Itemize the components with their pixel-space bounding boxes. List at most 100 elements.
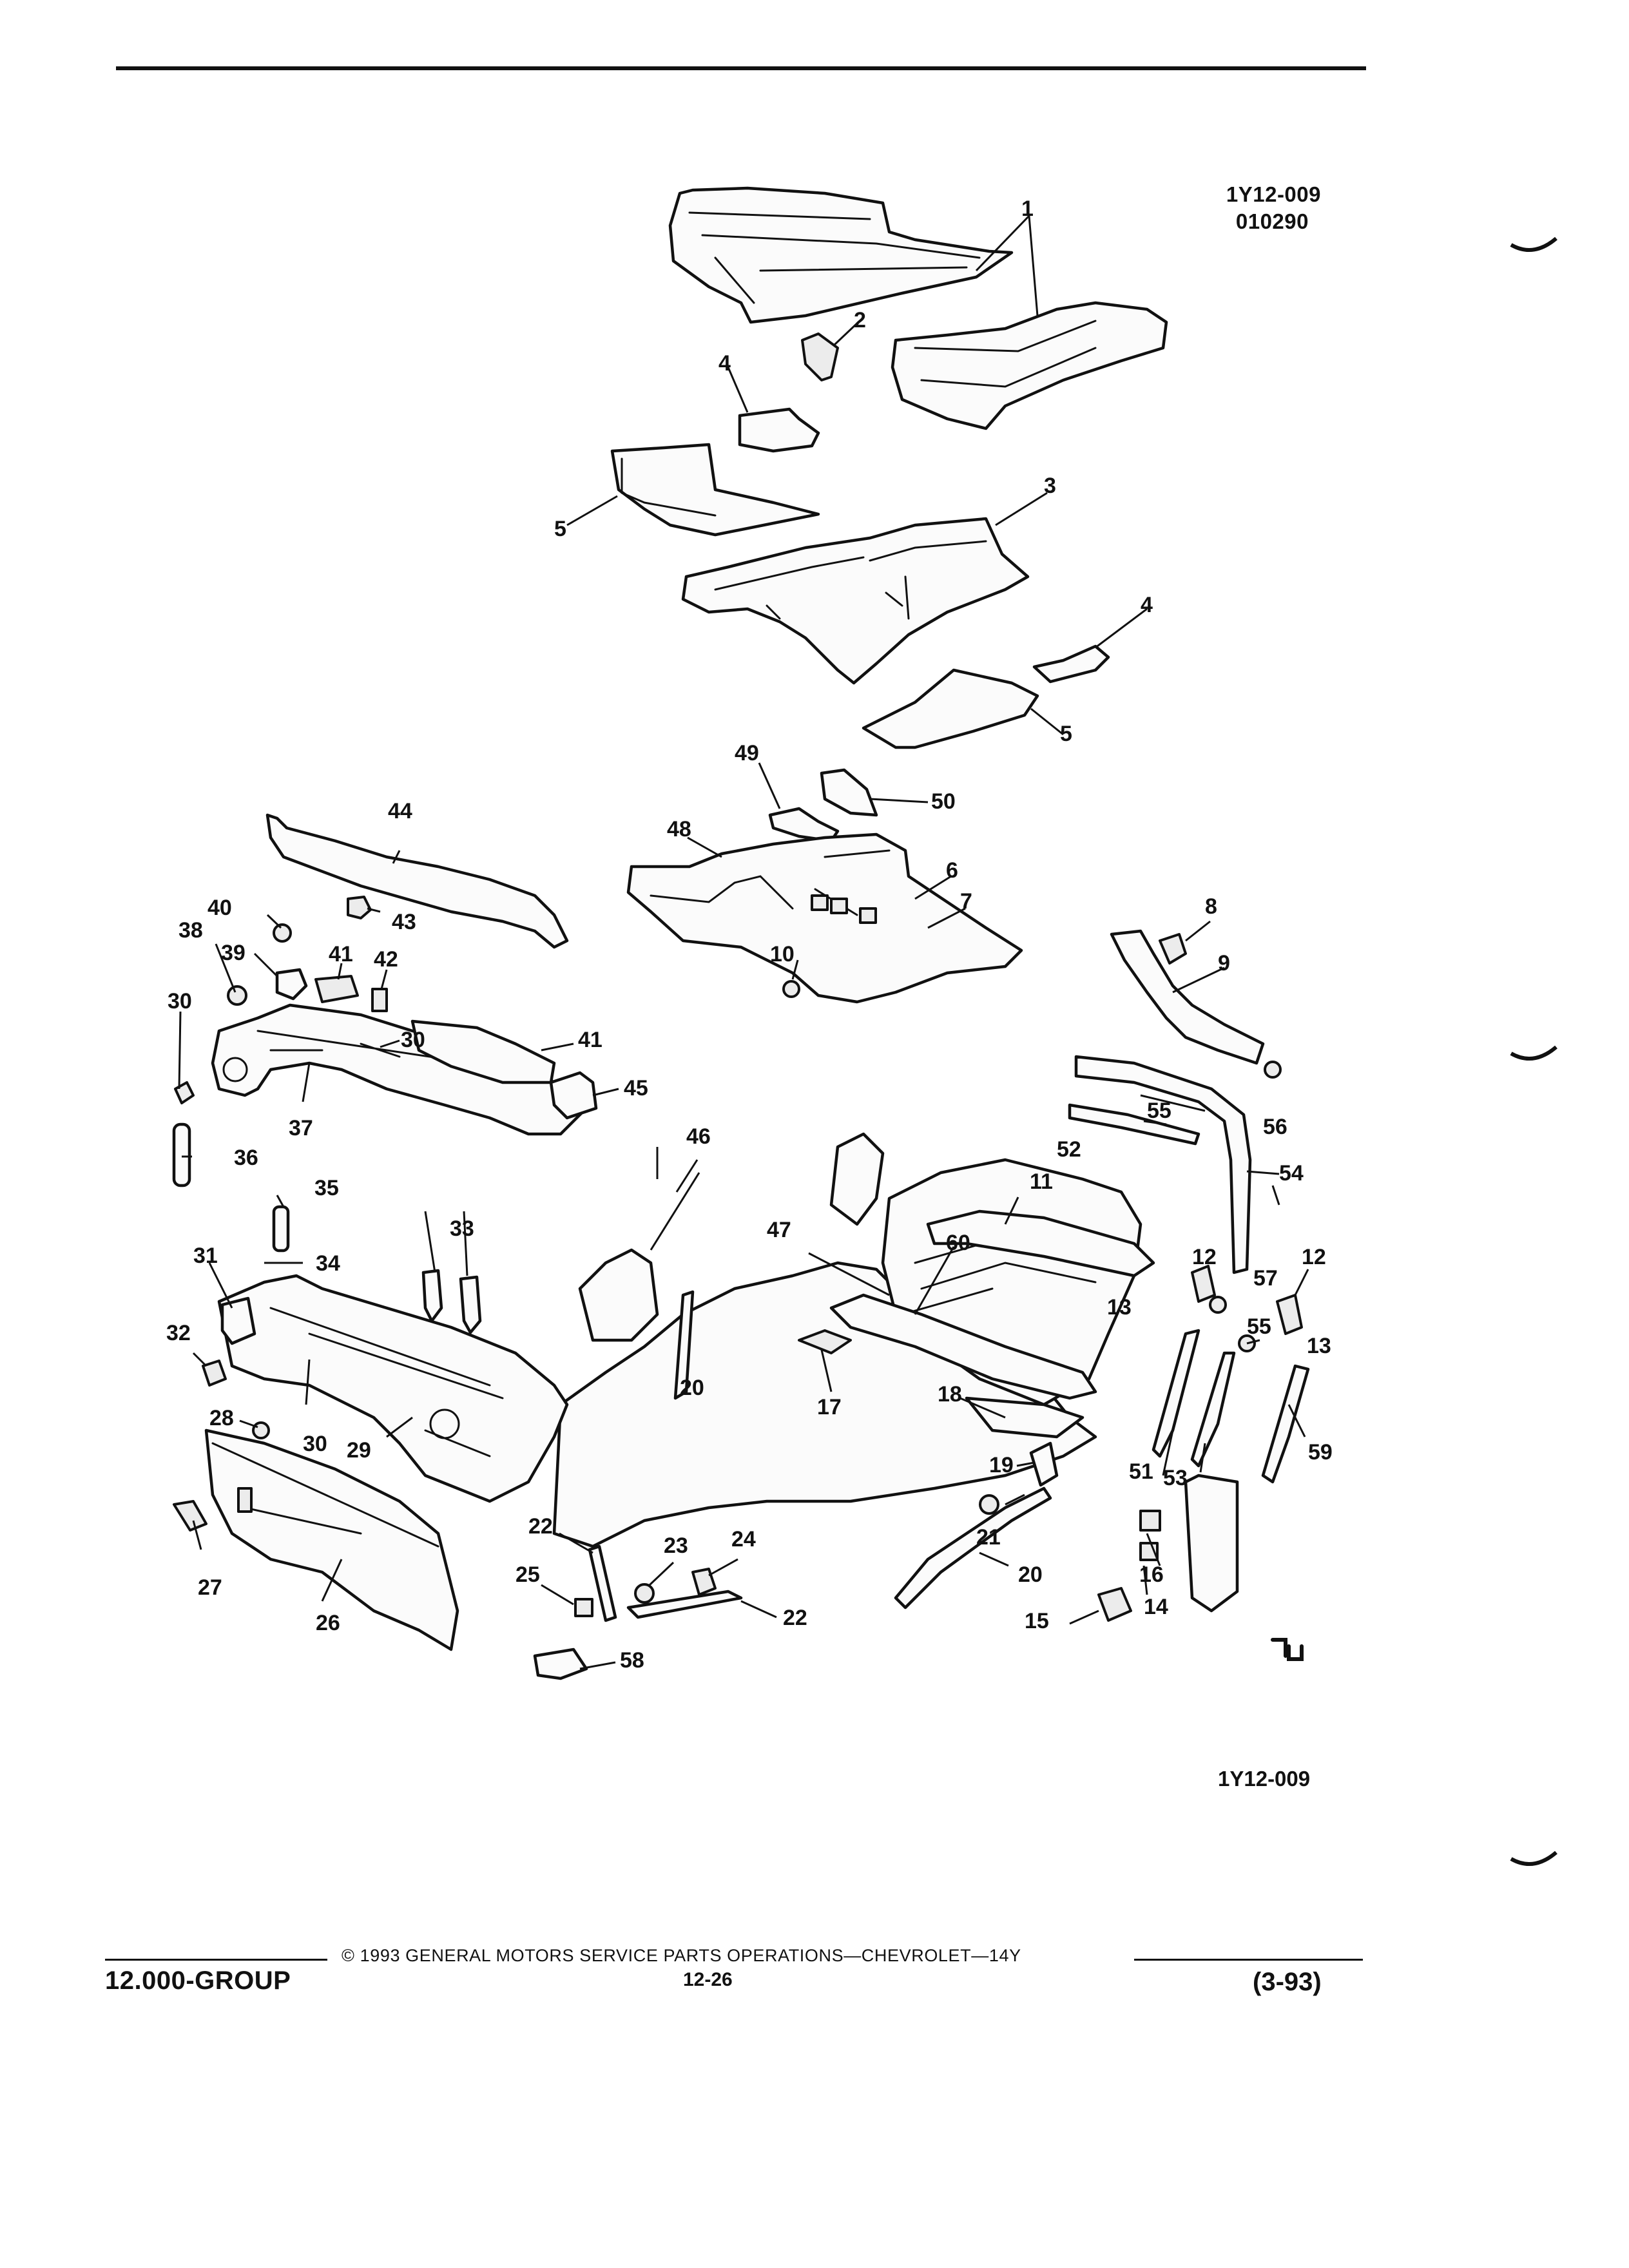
callout-19: 19 [989, 1453, 1014, 1477]
callout-26: 26 [316, 1611, 340, 1635]
callout-31: 31 [193, 1244, 218, 1268]
callout-22b: 22 [783, 1606, 807, 1630]
footer-rule-right [1134, 1959, 1363, 1961]
callout-45: 45 [624, 1076, 648, 1100]
part-33-bolt-a [421, 1269, 443, 1323]
part-36-strap [172, 1122, 191, 1187]
part-20-strut-lower [894, 1486, 1052, 1610]
callout-29: 29 [347, 1438, 371, 1463]
part-28-screw [252, 1421, 270, 1439]
part-4-pad-upper [738, 407, 820, 453]
callout-4a: 4 [718, 351, 731, 376]
callout-4b: 4 [1141, 593, 1153, 617]
part-41-vent [314, 975, 359, 1003]
part-13-rocker [1184, 1474, 1239, 1613]
part-8-clip [1159, 933, 1187, 965]
part-60-rail [829, 1293, 1097, 1400]
callout-56: 56 [1263, 1115, 1287, 1139]
leader-lines [178, 215, 1309, 1670]
callout-3: 3 [1044, 474, 1056, 498]
part-57-screw [1209, 1296, 1227, 1314]
callout-18: 18 [938, 1382, 962, 1407]
part-56-screw [1264, 1061, 1282, 1079]
footer-rule-left [105, 1959, 327, 1961]
callout-25: 25 [516, 1562, 540, 1587]
part-5-panel-lower [862, 668, 1039, 749]
callout-52: 52 [1057, 1137, 1081, 1162]
callout-48: 48 [667, 817, 691, 841]
callout-7: 7 [960, 889, 972, 914]
callout-24: 24 [731, 1527, 756, 1552]
part-1-carpet-right [891, 301, 1168, 430]
part-29-front-structure [217, 1274, 569, 1503]
footer-page-number: 12-26 [683, 1969, 733, 1990]
figure-reference: 1Y12-009 [1218, 1767, 1310, 1791]
callout-numbers: 1 2 3 4 4 5 5 6 7 8 9 10 11 12 12 13 13 … [166, 197, 1333, 1673]
part-39-cover [275, 968, 308, 1001]
part-50-bracket [820, 768, 878, 817]
callout-30b: 30 [401, 1028, 425, 1052]
part-23-nut [634, 1583, 655, 1604]
callout-33: 33 [450, 1216, 474, 1241]
callout-10: 10 [770, 942, 795, 966]
part-52-molding [1068, 1103, 1200, 1146]
part-11-rail [926, 1209, 1155, 1278]
callout-17: 17 [817, 1395, 842, 1419]
callout-12b: 12 [1302, 1245, 1326, 1269]
callout-57: 57 [1253, 1266, 1278, 1291]
part-12-bracket-b [1276, 1294, 1303, 1335]
part-1-carpet-left [668, 186, 1014, 324]
part-48-floor-pan [626, 832, 1023, 1004]
part-44-cowl-upper [265, 813, 569, 949]
callout-38: 38 [178, 918, 203, 943]
callout-49: 49 [735, 741, 759, 765]
callout-39: 39 [221, 941, 246, 965]
part-31-bracket [220, 1296, 256, 1345]
callout-47: 47 [767, 1218, 791, 1242]
callout-2: 2 [854, 308, 866, 332]
part-16-pad [1139, 1510, 1161, 1532]
callout-60: 60 [946, 1231, 970, 1255]
callout-58: 58 [620, 1648, 644, 1673]
footer-group: 12.000-GROUP [105, 1966, 291, 1995]
callout-55b: 55 [1247, 1314, 1271, 1339]
callout-59: 59 [1308, 1440, 1333, 1465]
drawing-id: 1Y12-009 [1226, 182, 1321, 206]
callout-16: 16 [1139, 1562, 1164, 1587]
callout-30c: 30 [303, 1432, 327, 1456]
callout-32: 32 [166, 1321, 191, 1345]
margin-mark-bottom [1510, 1850, 1557, 1866]
callout-35: 35 [314, 1176, 339, 1200]
part-38-grommet [227, 985, 247, 1006]
footer-copyright: © 1993 GENERAL MOTORS SERVICE PARTS OPER… [342, 1946, 1021, 1965]
callout-36: 36 [234, 1146, 258, 1170]
part-25-clip [574, 1598, 593, 1617]
callout-11: 11 [1030, 1169, 1053, 1194]
callout-55a: 55 [1147, 1099, 1171, 1123]
part-27-bracket [173, 1500, 207, 1532]
part-4-pad-lower [1032, 644, 1110, 684]
part-19-bracket [1029, 1441, 1059, 1487]
callout-41b: 41 [578, 1028, 602, 1052]
part-3-floor-tunnel [681, 517, 1030, 685]
callout-44: 44 [388, 799, 412, 823]
margin-mark-mid [1510, 1045, 1557, 1061]
part-45-bracket [549, 1071, 598, 1120]
part-2-clip [801, 332, 839, 381]
part-17-pad [798, 1329, 852, 1354]
callout-46: 46 [686, 1124, 711, 1149]
callout-53: 53 [1163, 1466, 1188, 1490]
part-43-nut [347, 896, 372, 919]
callout-22a: 22 [528, 1514, 553, 1539]
part-58-bracket [533, 1648, 588, 1680]
drawing-date: 010290 [1235, 209, 1309, 233]
callout-43: 43 [392, 910, 416, 934]
footer-revision: (3-93) [1253, 1968, 1322, 1996]
part-22-rod-a [588, 1544, 617, 1622]
part-35-strap [272, 1205, 290, 1253]
part-14-pad [1139, 1542, 1159, 1561]
callout-6: 6 [946, 858, 958, 883]
callout-40: 40 [207, 896, 232, 920]
gm-logo-mark [1271, 1638, 1304, 1661]
